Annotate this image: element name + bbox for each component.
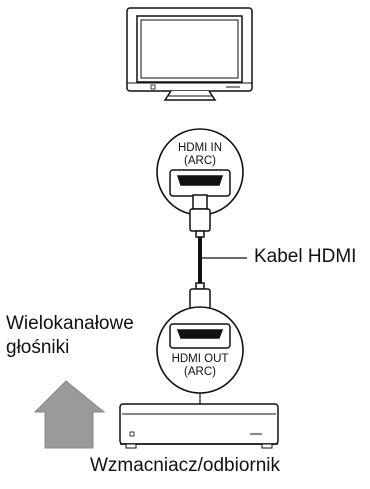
speakers-label: Wielokanałowe głośniki <box>6 312 176 360</box>
player-port-label-line2: (ARC) <box>184 366 216 378</box>
device-label: Wzmacniacz/odbiornik <box>89 455 281 476</box>
tv-port-label-line2: (ARC) <box>184 155 216 167</box>
hdmi-plug-icon <box>189 194 211 238</box>
receiver-icon <box>119 403 279 449</box>
player-port-label-line1: HDMI OUT <box>172 353 229 365</box>
tv-hdmi-port-bubble <box>156 128 244 216</box>
tv-icon <box>126 7 253 101</box>
player-hdmi-port-bubble <box>156 306 244 394</box>
tv-port-label-line1: HDMI IN <box>178 142 222 154</box>
hdmi-port-icon <box>169 323 231 349</box>
up-arrow-icon <box>33 380 106 449</box>
cable-label: Kabel HDMI <box>254 246 357 267</box>
speakers-label-line2: głośniki <box>6 337 70 358</box>
speakers-label-line1: Wielokanałowe <box>6 313 134 334</box>
